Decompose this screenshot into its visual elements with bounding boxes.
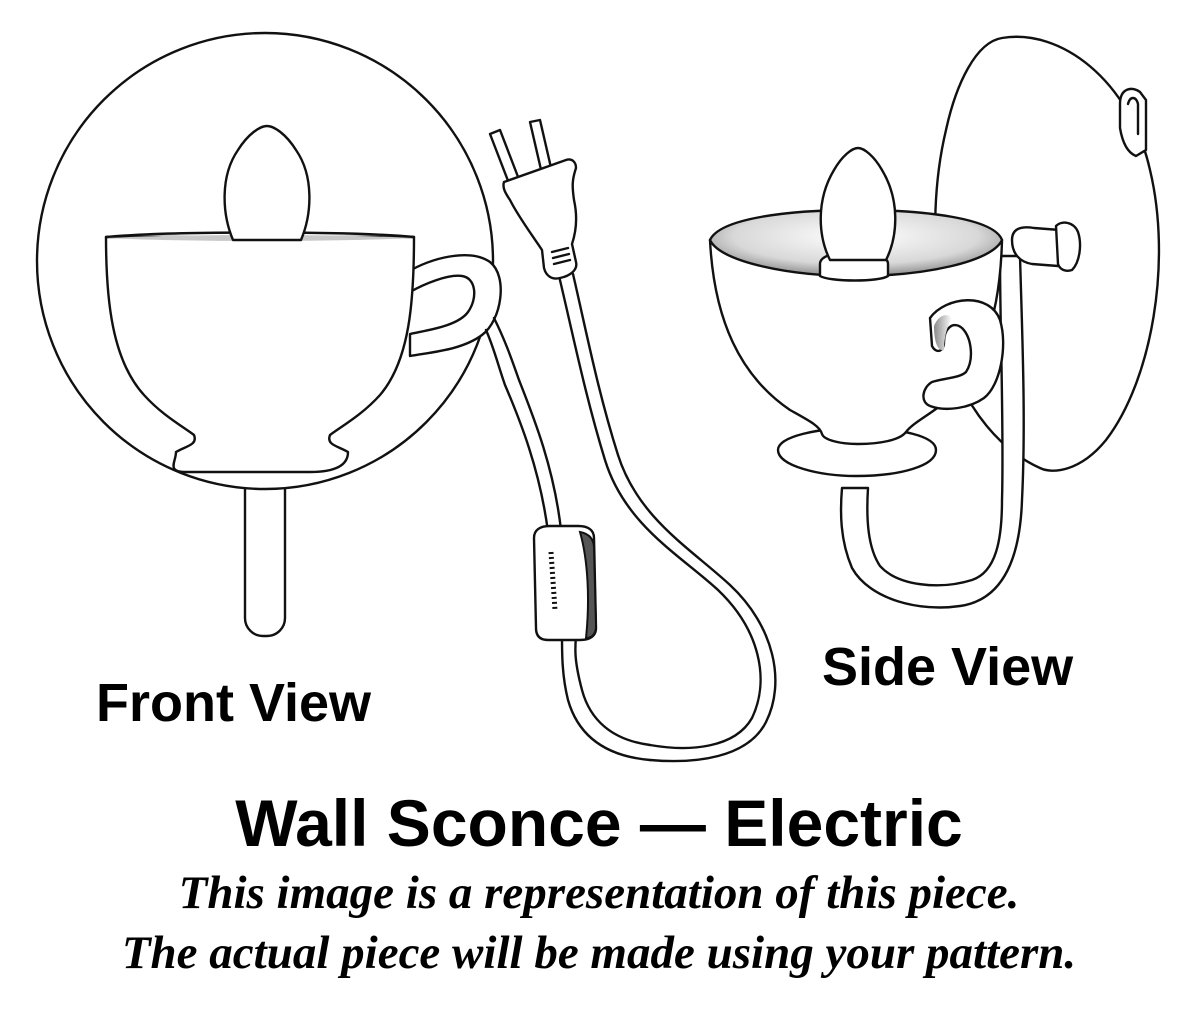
cord-lower bbox=[574, 634, 652, 747]
front-cup-handle bbox=[406, 254, 502, 358]
side-arm bbox=[839, 254, 1025, 609]
cord-to-lamp-inner bbox=[492, 316, 563, 532]
page-title: Wall Sconce — Electric bbox=[235, 786, 963, 860]
front-view-label: Front View bbox=[96, 673, 372, 733]
side-view-label: Side View bbox=[822, 637, 1074, 697]
inline-switch-shade bbox=[578, 530, 598, 640]
cord-upper-inner bbox=[571, 272, 777, 763]
side-bulb bbox=[819, 146, 897, 262]
front-wall-post bbox=[243, 468, 287, 638]
disclaimer-line-2: The actual piece will be made using your… bbox=[121, 927, 1077, 979]
disclaimer-line-1: This image is a representation of this p… bbox=[178, 867, 1020, 919]
power-cord-assembly bbox=[484, 118, 777, 763]
plug-head bbox=[502, 158, 578, 280]
front-bulb bbox=[223, 124, 311, 242]
plug bbox=[488, 118, 578, 280]
cord-lower-inner bbox=[560, 634, 652, 762]
side-view-sconce bbox=[708, 35, 1161, 609]
front-view-sconce bbox=[35, 31, 502, 638]
cord-to-lamp bbox=[484, 328, 550, 534]
cord-upper bbox=[557, 274, 762, 750]
front-cup-body bbox=[104, 235, 416, 474]
side-wall-flange bbox=[1054, 221, 1082, 272]
side-cup-handle-shade bbox=[934, 315, 952, 351]
title-block: Wall Sconce — Electric bbox=[0, 790, 1198, 856]
side-hanger bbox=[1118, 87, 1148, 158]
